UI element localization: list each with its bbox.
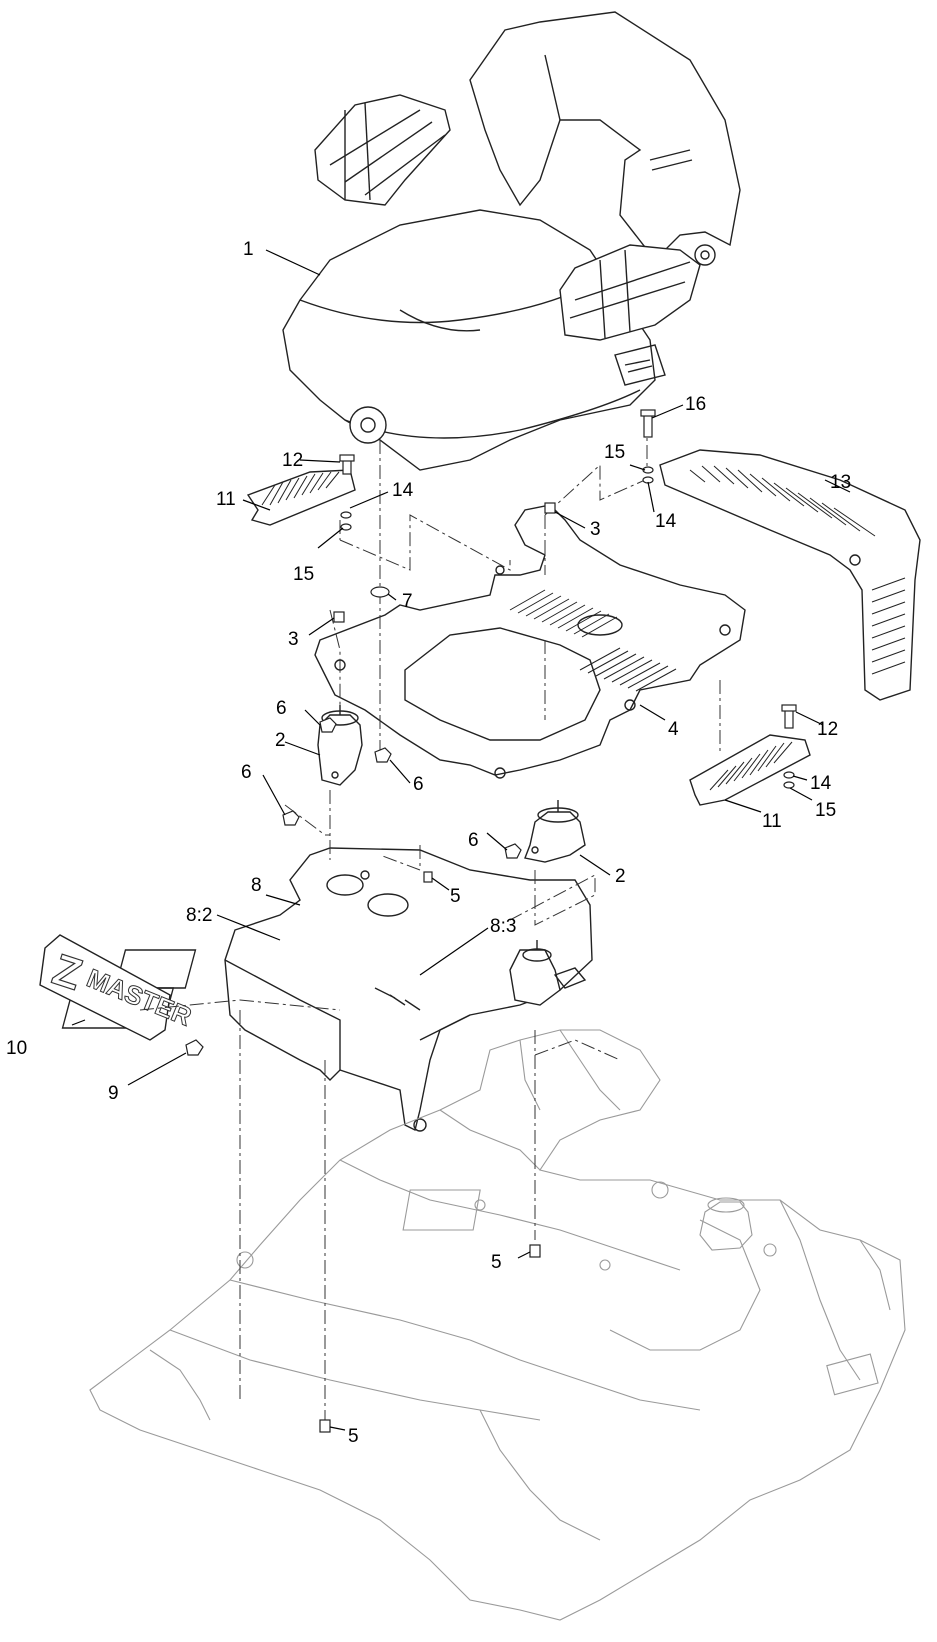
- callout-15-upper-right: 15: [604, 442, 625, 463]
- callout-8-2: 8:2: [186, 905, 212, 926]
- callout-6-a: 6: [276, 698, 287, 719]
- callout-14-lower: 14: [810, 773, 832, 794]
- callout-3-right: 3: [590, 519, 601, 540]
- foot-plate-slots: [261, 471, 340, 506]
- callout-3-left: 3: [288, 629, 299, 650]
- plate-slots-upper: [509, 589, 618, 638]
- callout-12-lower: 12: [817, 719, 838, 740]
- callout-2-right: 2: [615, 866, 626, 887]
- callout-14-upper-left: 14: [392, 480, 414, 501]
- callout-7: 7: [402, 591, 413, 612]
- callout-6-c: 6: [413, 774, 424, 795]
- hardware: [185, 409, 797, 1433]
- callout-12-upper: 12: [282, 450, 303, 471]
- callout-2-left: 2: [275, 730, 286, 751]
- z-master-decal: Z MASTER: [39, 934, 196, 1041]
- step-plate-right: [659, 449, 921, 701]
- callout-1: 1: [243, 239, 254, 260]
- damper-mount-left: [317, 705, 363, 786]
- callout-8-3: 8:3: [490, 916, 516, 937]
- callout-9: 9: [108, 1083, 119, 1104]
- callout-14-upper-right: 14: [655, 511, 677, 532]
- damper-mount-right: [524, 800, 586, 863]
- foot-plate-lower-right: [689, 734, 811, 806]
- callout-16: 16: [685, 394, 706, 415]
- foot-plate-upper-left: [246, 469, 356, 526]
- callout-10: 10: [6, 1038, 27, 1059]
- callout-4: 4: [668, 719, 679, 740]
- callout-5-upper: 5: [450, 886, 461, 907]
- callout-15-lower: 15: [815, 800, 836, 821]
- callout-labels: 1 12 11 14 15 7 3 15 14 3 16 13 4 6 2 6 …: [6, 239, 851, 1447]
- foot-plate-slots-lower: [709, 741, 793, 791]
- seat-mounting-plate: [314, 504, 746, 779]
- callout-15-upper-left: 15: [293, 564, 314, 585]
- callout-5-lower: 5: [348, 1426, 359, 1447]
- callout-13: 13: [830, 472, 851, 493]
- decal-letter: Z: [47, 945, 88, 1000]
- callout-6-b: 6: [241, 762, 252, 783]
- mower-frame-ghost: [89, 1029, 906, 1621]
- seat-mount-bracket: [61, 847, 593, 1132]
- callout-5-middle: 5: [491, 1252, 502, 1273]
- callout-8: 8: [251, 875, 262, 896]
- callout-11-upper: 11: [216, 489, 236, 510]
- callout-11-lower: 11: [762, 811, 782, 832]
- leader-lines: [71, 249, 851, 1431]
- plate-slots-lower: [579, 647, 677, 692]
- callout-6-d: 6: [468, 830, 479, 851]
- seat-assembly: [282, 11, 741, 471]
- step-plate-slots-vertical: [871, 577, 906, 675]
- step-plate-slots-top: [689, 465, 876, 537]
